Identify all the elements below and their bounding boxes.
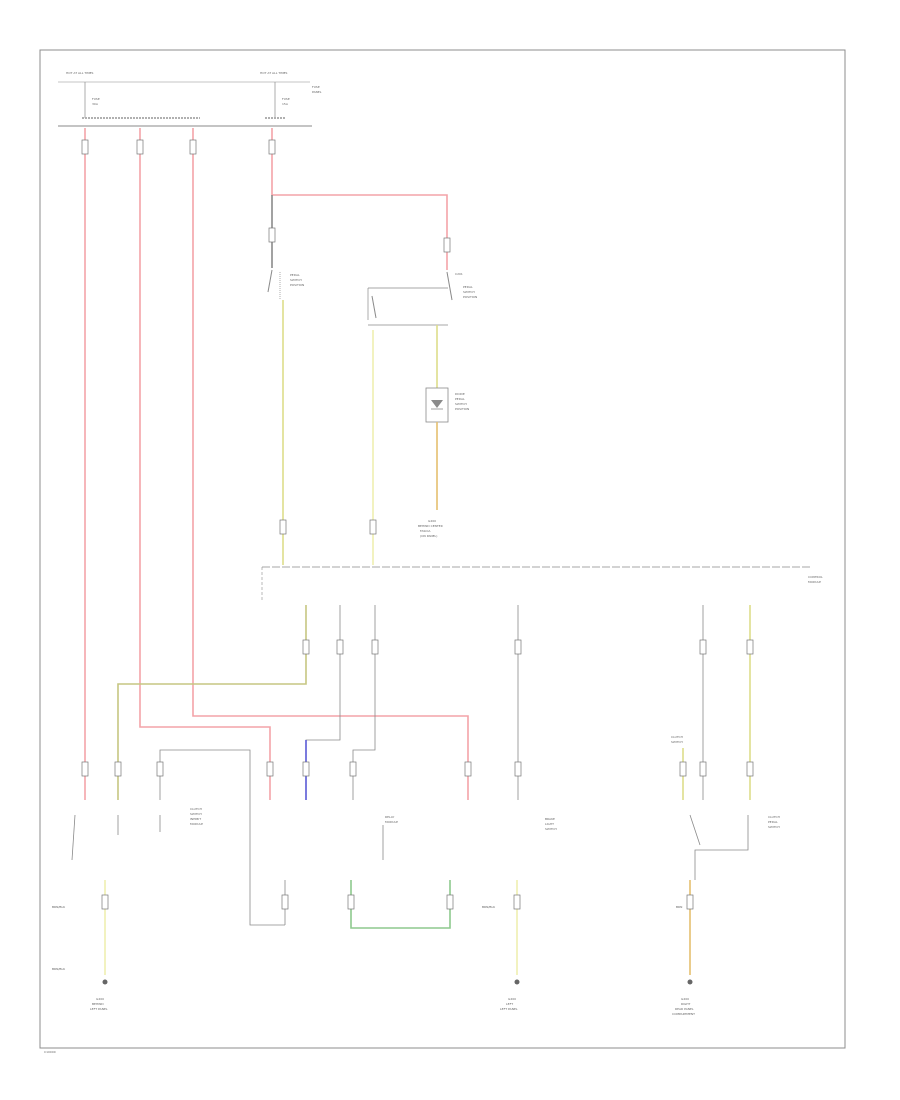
svg-text:BEHIND: BEHIND (92, 1002, 104, 1006)
svg-text:BRN/BLK: BRN/BLK (52, 967, 66, 971)
svg-text:MODULE: MODULE (808, 580, 821, 584)
ground-left: G200 BEHIND LEFT PANEL (90, 979, 108, 1011)
wire-olive (117, 605, 307, 800)
svg-text:LEFT PANEL: LEFT PANEL (500, 1007, 518, 1011)
supply-right-label: HOT AT ALL TIMES (260, 71, 288, 75)
branch-labels: BRN/BLK BRN/BLK BRN/BLK BRN (52, 905, 682, 971)
svg-text:PEDAL: PEDAL (290, 273, 300, 277)
fuse-right-label: FUSE 15A (282, 97, 290, 106)
svg-text:POSITION: POSITION (290, 283, 304, 287)
wire-black-3 (159, 749, 285, 926)
svg-text:PEDAL: PEDAL (768, 820, 778, 824)
svg-text:POSITION: POSITION (455, 407, 469, 411)
fuse-panel-bus (58, 117, 312, 127)
connector-stubs (81, 139, 754, 777)
wire-red-4 (271, 128, 448, 270)
wire-black-1 (305, 605, 341, 800)
svg-text:15A: 15A (282, 102, 289, 106)
svg-text:HOT AT ALL TIMES: HOT AT ALL TIMES (260, 71, 288, 75)
svg-text:30A: 30A (92, 102, 99, 106)
svg-text:COMPARTMENT: COMPARTMENT (672, 1012, 695, 1016)
svg-text:G200: G200 (96, 997, 104, 1001)
svg-text:DIODE: DIODE (455, 392, 465, 396)
module-switches (71, 814, 701, 861)
svg-text:FUSE: FUSE (312, 85, 320, 89)
svg-text:SWITCH: SWITCH (545, 827, 557, 831)
svg-text:SWITCH: SWITCH (190, 812, 202, 816)
svg-text:LEFT: LEFT (506, 1002, 513, 1006)
svg-text:RIGHT: RIGHT (681, 1002, 691, 1006)
svg-text:SWITCH: SWITCH (290, 278, 302, 282)
svg-text:LEFT PANEL: LEFT PANEL (90, 1007, 108, 1011)
svg-text:BEHIND CENTER: BEHIND CENTER (418, 524, 443, 528)
svg-text:SWITCH: SWITCH (768, 825, 780, 829)
svg-text:HOT AT ALL TIMES: HOT AT ALL TIMES (66, 71, 94, 75)
module-right1-label: BRAKE LIGHT SWITCH (545, 817, 557, 831)
svg-text:LIGHT: LIGHT (545, 822, 554, 826)
svg-text:SWITCH: SWITCH (463, 290, 475, 294)
relay-small-label: CLUTCH SWITCH (671, 735, 683, 744)
fuse-left-label: FUSE 30A (92, 97, 100, 106)
module-left-label: CLUTCH SWITCH INHIBIT MODULE (190, 807, 203, 826)
lower-connectors (101, 894, 694, 910)
svg-text:BRN: BRN (676, 905, 682, 909)
svg-text:BRAKE: BRAKE (545, 817, 555, 821)
svg-text:(ON PANEL): (ON PANEL) (420, 534, 437, 538)
svg-text:RELAY: RELAY (385, 815, 395, 819)
ground-right: G200 RIGHT REAR PANEL COMPARTMENT (672, 979, 695, 1016)
svg-text:MODULE: MODULE (190, 822, 203, 826)
pedal-switch-left: PEDAL SWITCH POSITION (267, 269, 304, 300)
footer-code: C10000 (44, 1050, 56, 1054)
wire-green-loop (350, 880, 451, 929)
svg-text:REAR PANEL: REAR PANEL (675, 1007, 694, 1011)
svg-text:PEDAL: PEDAL (455, 397, 465, 401)
svg-text:INHIBIT: INHIBIT (190, 817, 201, 821)
svg-text:CLUTCH: CLUTCH (671, 735, 683, 739)
svg-text:CONTROL: CONTROL (808, 575, 823, 579)
pedal-switch-right: PEDAL SWITCH POSITION C201 (367, 271, 477, 326)
ground-mid-label: G200 BEHIND CENTER FASCIA (ON PANEL) (418, 519, 443, 538)
module-mid-label: RELAY MODULE (385, 815, 398, 824)
ground-center: G200 LEFT LEFT PANEL (500, 979, 520, 1011)
svg-text:G200: G200 (428, 519, 436, 523)
svg-text:PEDAL: PEDAL (463, 285, 473, 289)
wire-black-right (694, 815, 749, 880)
svg-text:CLUTCH: CLUTCH (190, 807, 202, 811)
supply-left-label: HOT AT ALL TIMES (66, 71, 94, 75)
svg-text:CLUTCH: CLUTCH (768, 815, 780, 819)
svg-text:G200: G200 (508, 997, 516, 1001)
svg-text:FUSE: FUSE (282, 97, 290, 101)
svg-text:FASCIA: FASCIA (420, 529, 431, 533)
svg-text:G200: G200 (681, 997, 689, 1001)
diagram-border (39, 49, 846, 1049)
svg-text:SWITCH: SWITCH (671, 740, 683, 744)
svg-text:C201: C201 (455, 272, 463, 276)
fuse-panel-label: FUSE PANEL (312, 85, 322, 94)
svg-text:SWITCH: SWITCH (455, 402, 467, 406)
wire-red-2 (139, 128, 271, 800)
svg-text:POSITION: POSITION (463, 295, 477, 299)
svg-text:BRN/BLK: BRN/BLK (52, 905, 66, 909)
control-module-bar: CONTROL MODULE (261, 566, 823, 600)
wire-red-3 (192, 128, 469, 800)
svg-text:MODULE: MODULE (385, 820, 398, 824)
module-right2-label: CLUTCH PEDAL SWITCH (768, 815, 780, 829)
diode-component: DIODE PEDAL SWITCH POSITION (425, 387, 469, 423)
svg-text:PANEL: PANEL (312, 90, 322, 94)
svg-text:FUSE: FUSE (92, 97, 100, 101)
svg-text:BRN/BLK: BRN/BLK (482, 905, 496, 909)
